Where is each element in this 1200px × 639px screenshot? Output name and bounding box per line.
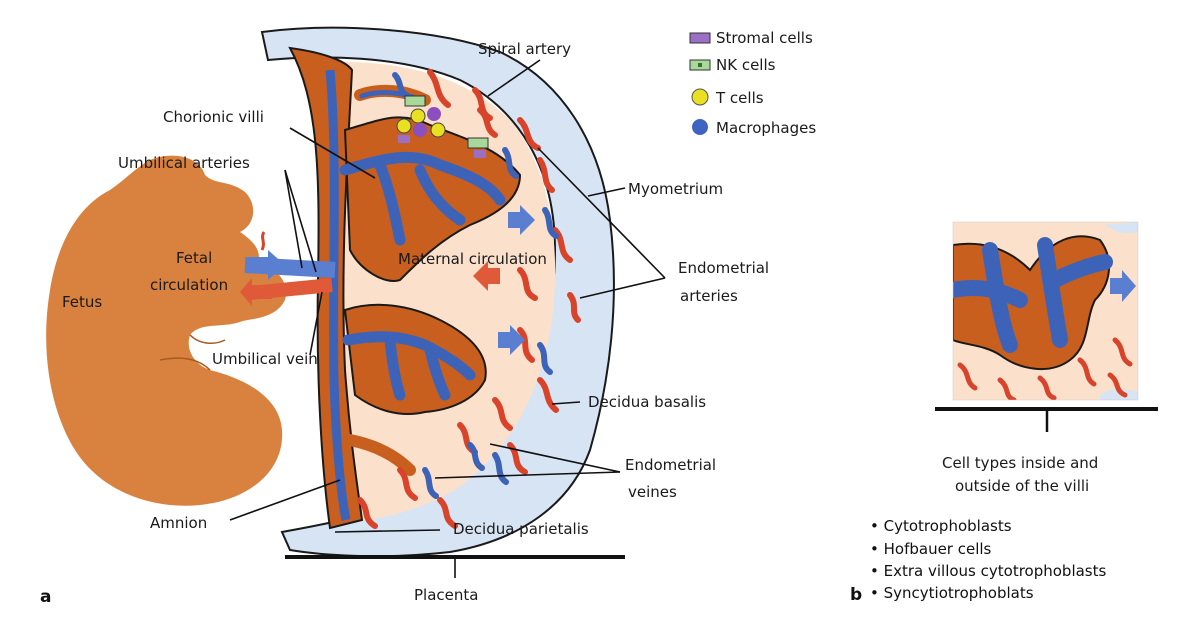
- t-cell-icon: [410, 108, 426, 124]
- t-cell-icon: [691, 88, 709, 106]
- bullet-item: • Hofbauer cells: [870, 540, 992, 558]
- legend-label-t: T cells: [715, 89, 764, 107]
- cell-legend: Stromal cells NK cells T cells Macrophag…: [689, 29, 816, 137]
- fetus-detail-line: [159, 334, 226, 371]
- nk-cell-icon-dot: [698, 63, 702, 67]
- fetus-shape: [46, 155, 286, 506]
- macrophage-icon: [413, 123, 427, 137]
- label-decidua-parietalis: Decidua parietalis: [453, 520, 589, 538]
- nk-cell-icon: [467, 137, 489, 149]
- t-cell-icon: [396, 118, 412, 134]
- label-placenta: Placenta: [414, 586, 478, 604]
- umbilical-arrow-blue: [248, 250, 285, 280]
- cell-type-list: • Cytotrophoblasts • Hofbauer cells • Ex…: [870, 517, 1106, 602]
- panel-b-caption-line1: Cell types inside and: [942, 454, 1098, 472]
- arrow-red-middle: [473, 261, 500, 291]
- bullet-item: • Syncytiotrophoblats: [870, 584, 1034, 602]
- label-endometrial-arteries-1: Endometrial: [678, 259, 769, 277]
- maternal-arteries: [357, 69, 581, 529]
- macrophage-icon: [427, 107, 441, 121]
- lower-villus: [342, 303, 487, 476]
- stromal-cell-icon: [474, 150, 486, 158]
- panel-b-caption-line2: outside of the villi: [955, 477, 1089, 495]
- label-spiral-artery: Spiral artery: [478, 40, 571, 58]
- arrow-blue-upper: [508, 205, 535, 235]
- stromal-cell-icon: [689, 32, 711, 44]
- stromal-cell-icon: [398, 135, 410, 143]
- panel-a-letter: a: [40, 587, 51, 607]
- umbilical-cord: [240, 231, 336, 306]
- legend-label-macrophages: Macrophages: [716, 119, 816, 137]
- label-decidua-basalis: Decidua basalis: [588, 393, 706, 411]
- maternal-veins: [392, 72, 559, 499]
- label-umbilical-arteries: Umbilical arteries: [118, 154, 250, 172]
- legend-label-nk: NK cells: [716, 56, 776, 74]
- immune-cell-cluster: [396, 95, 489, 158]
- label-amnion: Amnion: [150, 514, 207, 532]
- villus-zoom-box: [953, 222, 1138, 400]
- label-endometrial-veines-2: veines: [628, 483, 677, 501]
- label-umbilical-vein: Umbilical vein: [212, 350, 318, 368]
- upper-villus: [339, 84, 522, 282]
- macrophage-icon: [692, 119, 708, 135]
- panel-b-letter: b: [850, 585, 862, 605]
- flow-arrows: [473, 205, 535, 355]
- label-myometrium: Myometrium: [628, 180, 723, 198]
- label-fetal-circulation-2: circulation: [150, 276, 228, 294]
- label-fetal-circulation-1: Fetal: [176, 249, 212, 267]
- bullet-item: • Cytotrophoblasts: [870, 517, 1012, 535]
- t-cell-icon: [430, 122, 446, 138]
- arrow-blue-lower: [498, 325, 525, 355]
- label-endometrial-veines-1: Endometrial: [625, 456, 716, 474]
- label-chorionic-villi: Chorionic villi: [163, 108, 264, 126]
- panel-a: Spiral artery Chorionic villi Umbilical …: [40, 26, 816, 607]
- panel-b: Cell types inside and outside of the vil…: [850, 221, 1158, 605]
- bullet-item: • Extra villous cytotrophoblasts: [870, 562, 1106, 580]
- label-endometrial-arteries-2: arteries: [680, 287, 738, 305]
- leader-lines: [229, 59, 666, 578]
- nk-cell-icon: [404, 95, 426, 107]
- umbilical-arrow-red: [240, 278, 272, 306]
- legend-label-stromal: Stromal cells: [716, 29, 813, 47]
- chorionic-plate-vessel: [325, 69, 351, 521]
- label-maternal-circulation: Maternal circulation: [398, 250, 547, 268]
- label-fetus: Fetus: [62, 293, 102, 311]
